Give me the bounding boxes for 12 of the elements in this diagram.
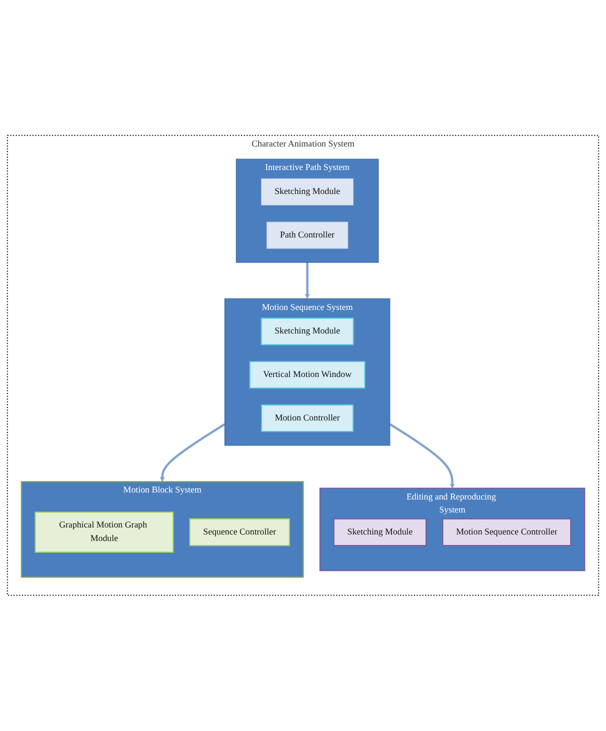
arrow	[304, 262, 310, 299]
node-box: Sketching Module	[260, 178, 354, 206]
node-box: Sketching Module	[260, 318, 354, 346]
node-box: Graphical Motion Graph Module	[34, 512, 174, 553]
node-box: Sketching Module	[333, 518, 427, 546]
arrow	[389, 423, 455, 489]
node-box: Path Controller	[266, 222, 348, 249]
node-box: Vertical Motion Window	[249, 361, 366, 389]
node-box: Sequence Controller	[189, 518, 290, 546]
node-box: Motion Controller	[260, 404, 354, 432]
node-box: Motion Sequence Controller	[442, 518, 572, 546]
arrow	[160, 423, 226, 482]
